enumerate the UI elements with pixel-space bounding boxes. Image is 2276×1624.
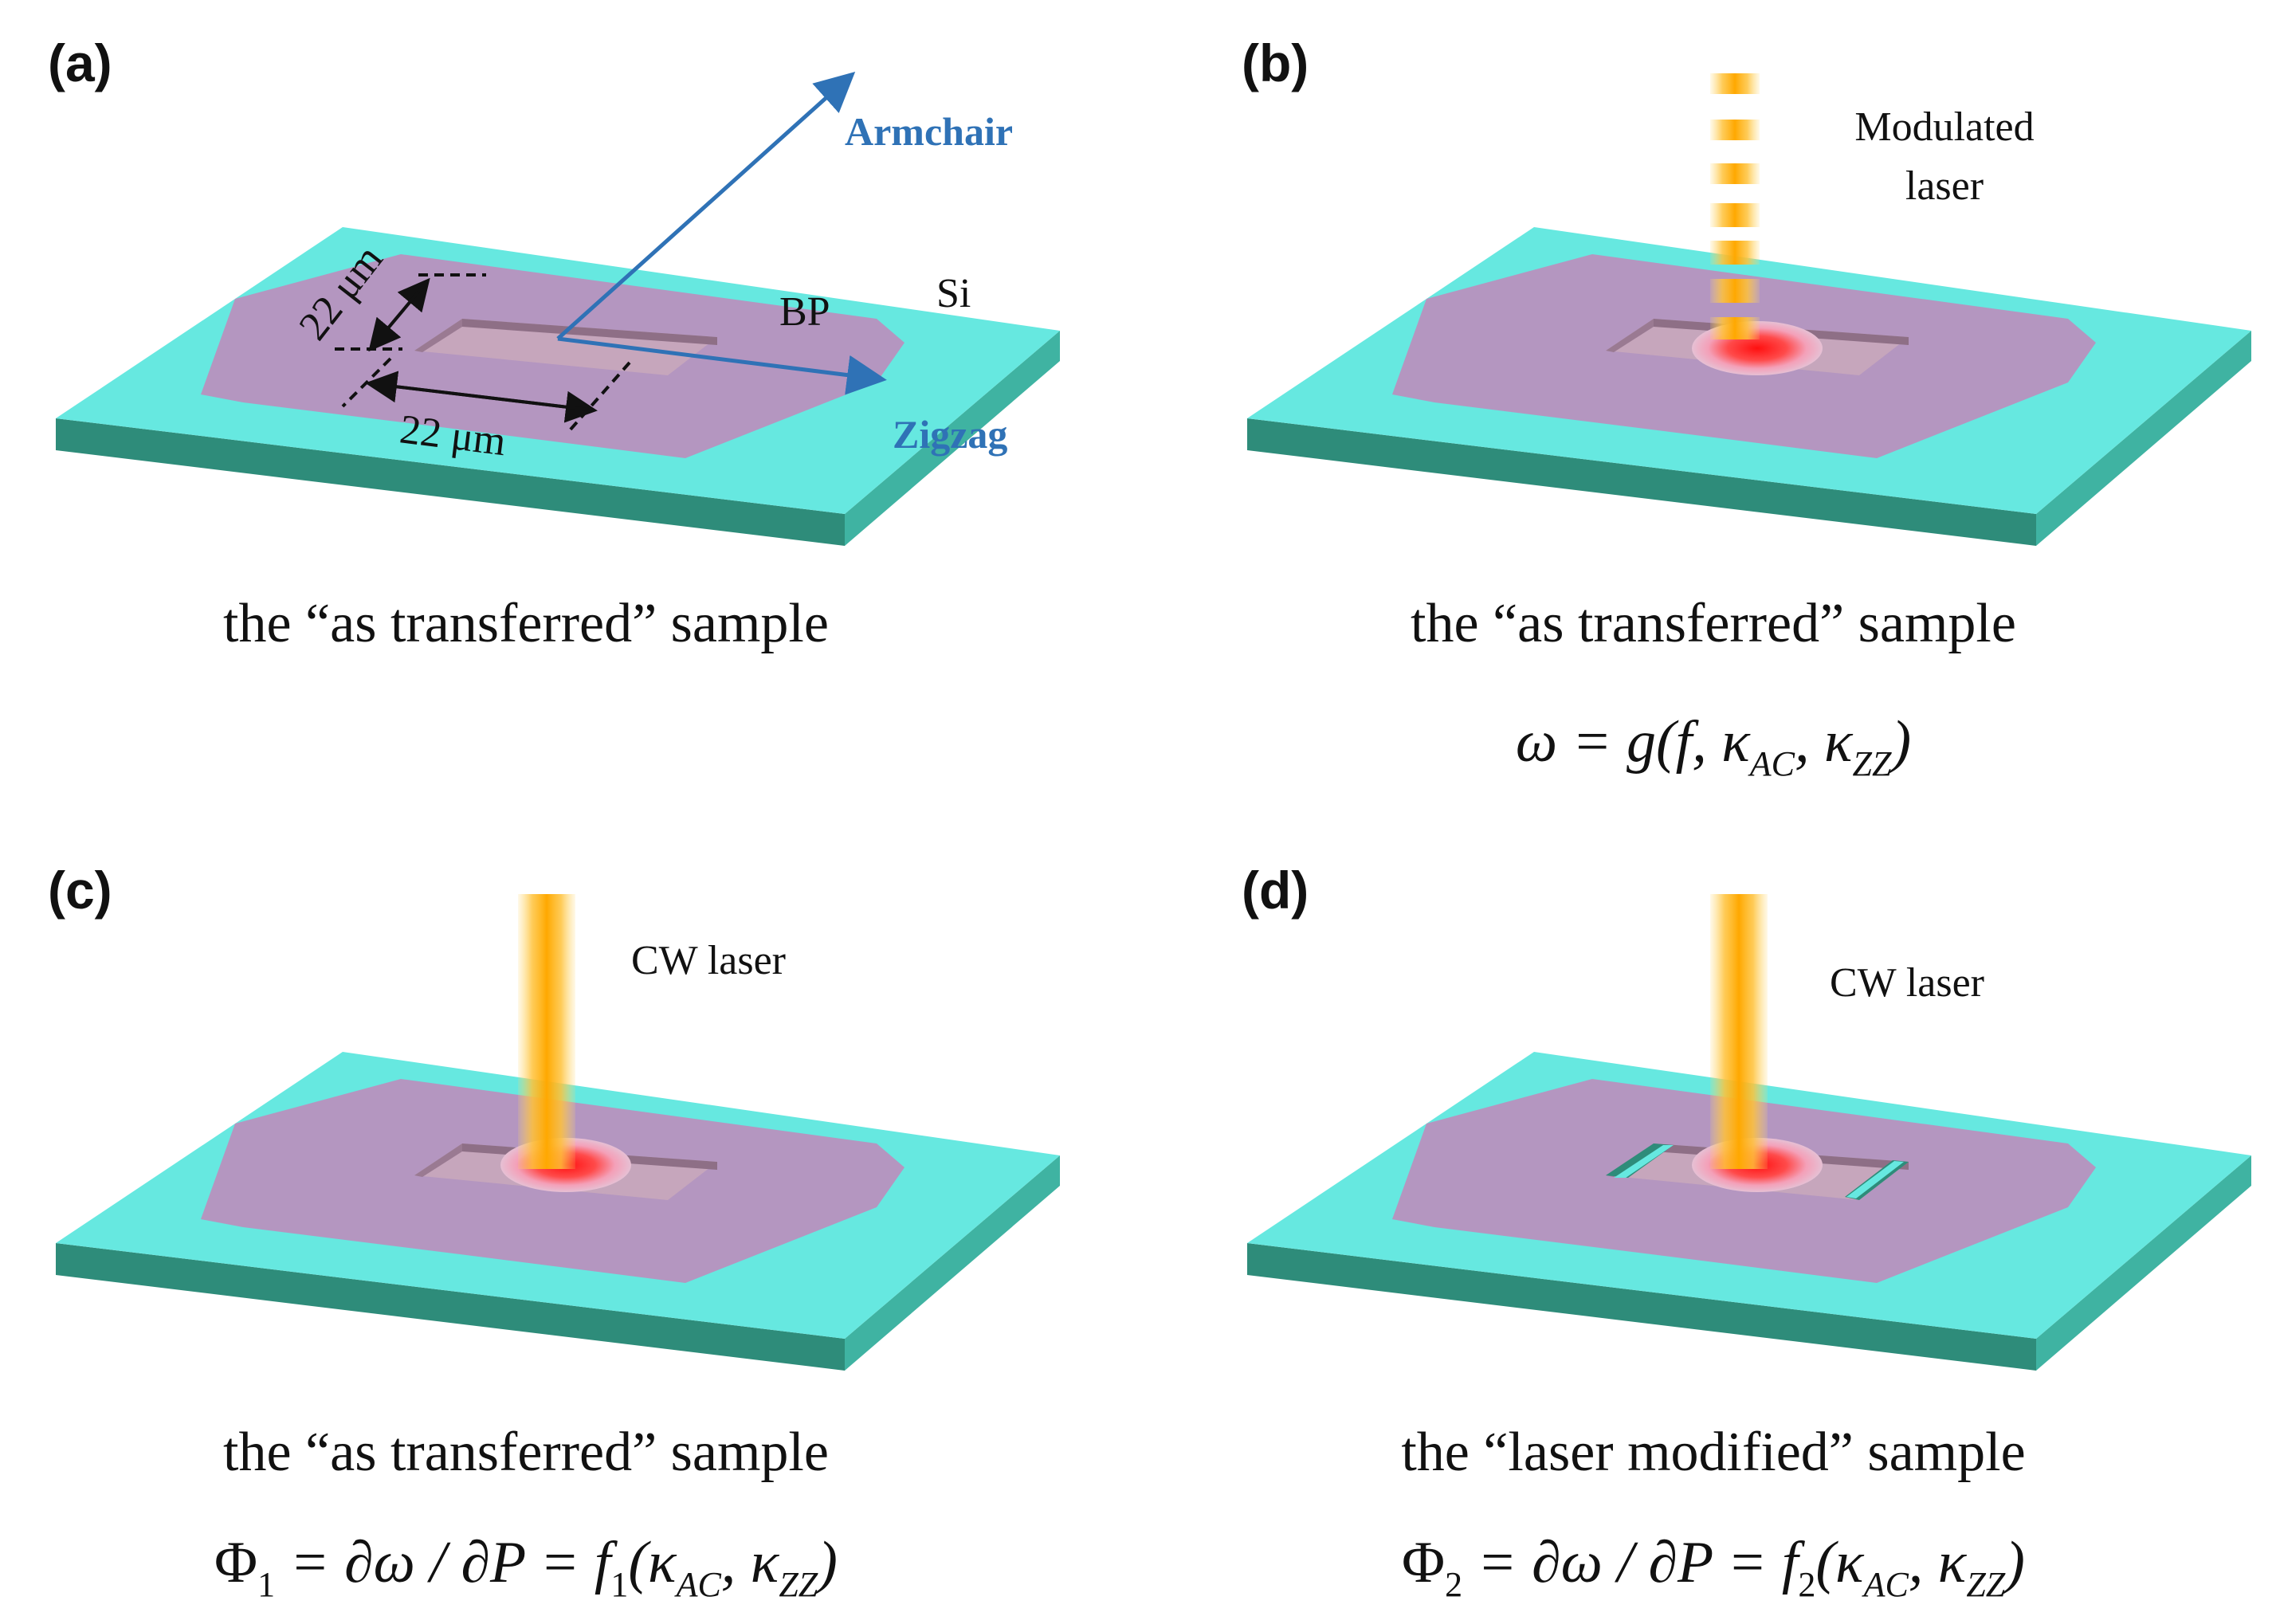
armchair-axis-arrow bbox=[556, 71, 856, 340]
cw-laser-beam bbox=[1710, 894, 1768, 1169]
panel-letter-d: (d) bbox=[1242, 861, 1309, 920]
equation-b: ω = g(f, κAC, κZZ) bbox=[1516, 709, 1911, 783]
panel-d: (d) CW laser the “laser modified” sample… bbox=[1242, 861, 2251, 1604]
equation-d: Φ2 = ∂ω / ∂P = f2(κAC, κZZ) bbox=[1402, 1530, 2025, 1604]
zigzag-axis-arrow bbox=[557, 336, 887, 395]
laser-label-line2: laser bbox=[1905, 163, 1984, 209]
armchair-label: Armchair bbox=[845, 109, 1013, 154]
caption-a: the “as transferred” sample bbox=[223, 593, 829, 654]
cw-laser-beam bbox=[518, 894, 575, 1169]
panel-letter-b: (b) bbox=[1242, 33, 1309, 92]
modulated-laser-beam bbox=[1710, 73, 1760, 339]
si-label: Si bbox=[936, 271, 971, 316]
caption-c: the “as transferred” sample bbox=[223, 1422, 829, 1483]
panel-letter-c: (c) bbox=[48, 861, 112, 920]
cw-laser-label: CW laser bbox=[1830, 960, 1984, 1006]
panel-b: (b) Modulated laser the “as transferred”… bbox=[1242, 33, 2251, 783]
sample-a bbox=[56, 227, 1060, 546]
equation-c: Φ1 = ∂ω / ∂P = f1(κAC, κZZ) bbox=[214, 1530, 838, 1604]
dimension-markers bbox=[335, 273, 631, 432]
bp-label: BP bbox=[779, 289, 830, 335]
cw-laser-label: CW laser bbox=[631, 938, 786, 983]
laser-label-line1: Modulated bbox=[1854, 104, 2034, 150]
caption-d: the “laser modified” sample bbox=[1401, 1422, 2025, 1483]
panel-a: (a) Armchair Zigzag Si BP 22 μm 22 μm th… bbox=[48, 33, 1060, 654]
panel-letter-a: (a) bbox=[48, 33, 112, 92]
caption-b: the “as transferred” sample bbox=[1411, 593, 2016, 654]
panel-c: (c) CW laser the “as transferred” sample… bbox=[48, 861, 1060, 1604]
zigzag-label: Zigzag bbox=[893, 412, 1007, 457]
sample-b bbox=[1247, 227, 2251, 546]
